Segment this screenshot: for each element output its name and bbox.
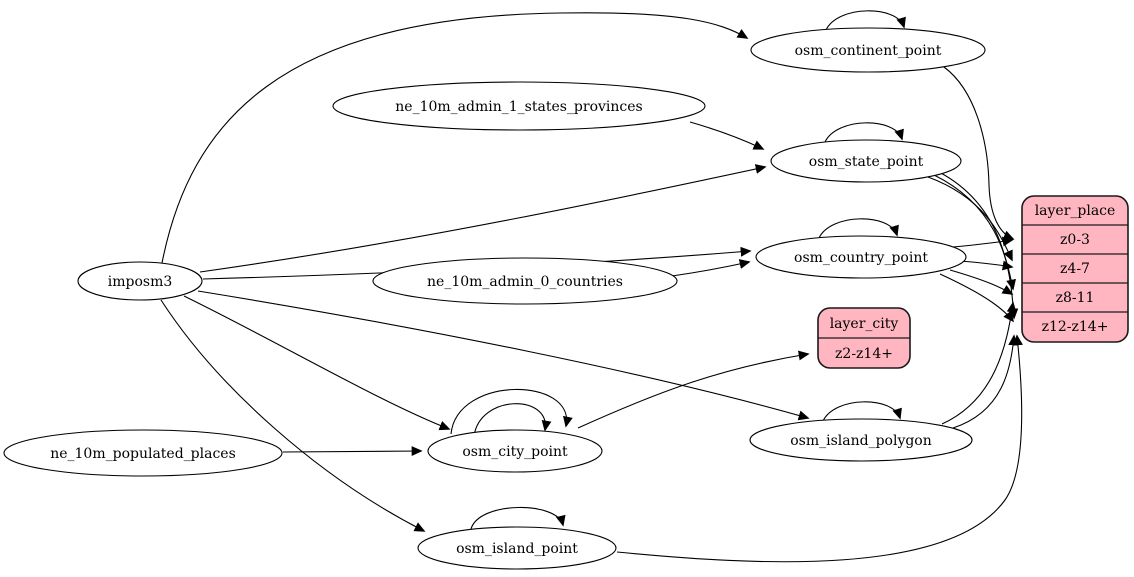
edge-imposm3-to-osm-city-point <box>183 295 451 431</box>
layer-place-row-z12-z14: z12-z14+ <box>1042 319 1109 335</box>
layer-place-row-z8-11: z8-11 <box>1056 290 1095 306</box>
edge-ne-populated-places-to-osm-city-point <box>282 446 423 457</box>
edge-imposm3-to-osm-island-point <box>160 299 426 532</box>
edge-osm-city-point-to-layer-city-z2 <box>577 350 810 429</box>
node-osm-continent-point-shape <box>750 27 986 73</box>
edge-osm-island-polygon-to-z8-11 <box>941 301 1017 425</box>
self-loop-osm-city-point-inner <box>473 403 552 437</box>
edge-osm-island-polygon-to-z12 <box>952 334 1019 429</box>
node-osm-continent-point: osm_continent_point <box>750 27 986 73</box>
self-loop-osm-state-point <box>824 122 904 143</box>
edge-osm-country-point-to-z4-7 <box>959 260 1014 271</box>
layer-city-row-z2-z14: z2-z14+ <box>835 346 893 362</box>
node-osm-country-point-label: osm_country_point <box>794 250 928 266</box>
edge-imposm3-to-osm-island-polygon <box>197 290 810 421</box>
edge-ne-countries-to-osm-country-point <box>671 259 751 277</box>
node-ne-10m-admin-0-countries: ne_10m_admin_0_countries <box>372 257 678 305</box>
edge-osm-continent-point-to-z0-3 <box>943 66 1015 240</box>
node-imposm3: imposm3 <box>77 261 203 301</box>
layer-place-box <box>1021 195 1129 343</box>
node-osm-city-point: osm_city_point <box>427 429 603 473</box>
edge-osm-island-point-to-z12 <box>616 334 1023 563</box>
self-loop-osm-island-polygon <box>822 401 902 422</box>
node-osm-island-polygon-label: osm_island_polygon <box>790 433 932 449</box>
edge-osm-country-point-to-z8-11 <box>949 269 1014 295</box>
node-osm-country-point: osm_country_point <box>755 235 967 279</box>
node-osm-continent-point-label: osm_continent_point <box>795 43 942 59</box>
self-loop-osm-continent-point <box>825 10 906 31</box>
record-node-layer-place: layer_place z0-3 z4-7 z8-11 z12-z14+ <box>1021 195 1129 343</box>
node-osm-island-polygon-shape <box>749 418 973 462</box>
edge-osm-state-point-to-z8-11 <box>933 174 1016 291</box>
node-ne-countries-label: ne_10m_admin_0_countries <box>427 274 623 290</box>
node-osm-island-point: osm_island_point <box>417 526 617 570</box>
node-osm-island-point-label: osm_island_point <box>456 541 578 557</box>
node-osm-island-point-shape <box>417 526 617 570</box>
node-osm-state-point-label: osm_state_point <box>809 154 924 170</box>
layer-place-row-z4-7: z4-7 <box>1060 261 1090 277</box>
edges <box>160 10 1023 563</box>
node-ne-states-label: ne_10m_admin_1_states_provinces <box>395 99 642 115</box>
node-ne-populated-places-shape <box>3 429 283 477</box>
node-osm-state-point-shape <box>770 139 962 183</box>
layer-city-title: layer_city <box>830 316 899 332</box>
self-loop-osm-city-point-outer <box>450 388 573 435</box>
self-loop-osm-country-point <box>818 218 899 239</box>
node-osm-city-point-shape <box>427 429 603 473</box>
node-osm-state-point: osm_state_point <box>770 139 962 183</box>
node-ne-countries-shape <box>372 257 678 305</box>
node-osm-city-point-label: osm_city_point <box>462 444 568 460</box>
node-imposm3-label: imposm3 <box>108 274 173 290</box>
node-imposm3-shape <box>77 261 203 301</box>
edge-osm-country-point-to-z0-3 <box>952 236 1014 248</box>
node-ne-10m-admin-1-states-provinces: ne_10m_admin_1_states_provinces <box>332 81 706 131</box>
edge-imposm3-to-osm-state-point <box>199 164 767 273</box>
record-node-layer-city: layer_city z2-z14+ <box>817 307 911 369</box>
edge-osm-country-point-to-z12 <box>939 273 1015 323</box>
edge-ne-states-provinces-to-osm-state-point <box>689 121 765 150</box>
layer-place-row-z0-3: z0-3 <box>1060 232 1090 248</box>
node-osm-country-point-shape <box>755 235 967 279</box>
self-loop-osm-island-point <box>470 506 566 530</box>
node-ne-populated-places-label: ne_10m_populated_places <box>50 446 236 462</box>
node-osm-island-polygon: osm_island_polygon <box>749 418 973 462</box>
edge-osm-state-point-to-z4-7 <box>927 176 1013 262</box>
node-ne-10m-populated-places: ne_10m_populated_places <box>3 429 283 477</box>
layer-place-title: layer_place <box>1035 203 1116 219</box>
node-ne-states-shape <box>332 81 706 131</box>
edge-imposm3-to-osm-continent-point <box>161 12 749 264</box>
